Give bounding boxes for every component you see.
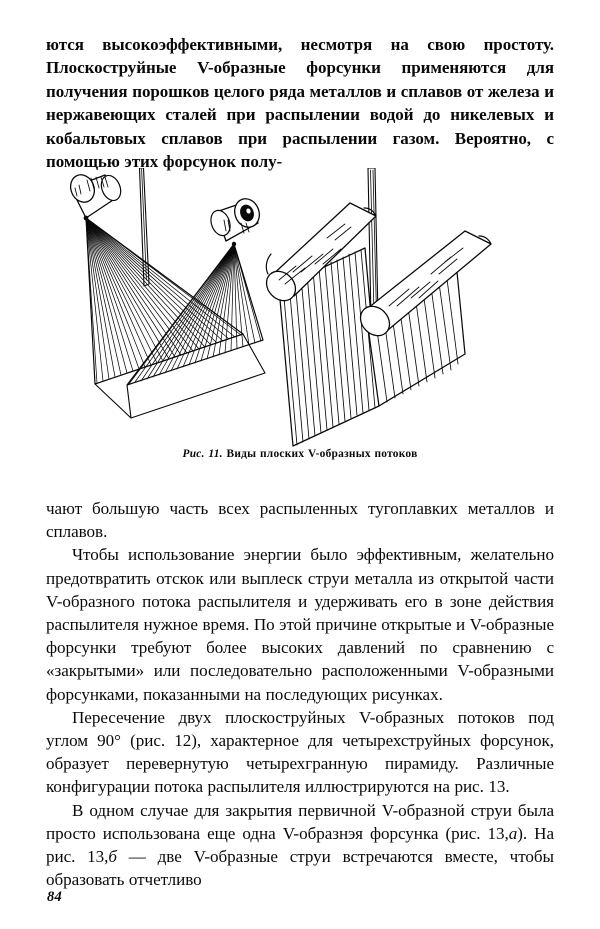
page-number: 84 — [47, 889, 63, 905]
left-fan-outline — [85, 217, 244, 385]
right-fan-outline — [126, 243, 264, 386]
upper-left-bar-nozzle — [265, 202, 377, 302]
figure-11-drawing — [69, 168, 492, 447]
paragraph-5-part-1: В одном случае для закрытия первичной V-… — [46, 800, 554, 843]
left-nozzle-hatching — [74, 176, 109, 197]
right-nozzle-hatching — [223, 219, 250, 234]
v-fold-lines — [94, 333, 266, 419]
paragraph-1: ются высокоэффективными, несмотря на сво… — [46, 35, 554, 172]
left-nozzle-cylinder — [69, 174, 122, 221]
upper-right-bar-nozzle — [359, 230, 492, 337]
upper-left-bar-hatching — [278, 223, 352, 285]
center-rod — [138, 168, 150, 287]
top-text-block: ются высокоэффективными, несмотря на сво… — [46, 33, 554, 173]
paragraph-2: чают большую часть всех распыленных туго… — [46, 499, 554, 542]
paragraph-4: Пересечение двух плоскоструйных V-образн… — [46, 707, 554, 797]
left-fan-spray — [85, 217, 242, 384]
figure-caption-label: Рис. 11. — [182, 448, 223, 460]
figure-caption: Рис. 11. Виды плоских V-образных потоков — [0, 447, 600, 461]
arc-fragment — [265, 253, 272, 275]
left-sheet-spray — [278, 247, 380, 447]
right-fan-spray — [128, 243, 262, 385]
paragraph-3: Чтобы использование энергии было эффекти… — [46, 545, 554, 704]
paragraph-5-part-2: ). На рис. 13, — [46, 823, 554, 867]
paragraph-5: В одном случае для закрытия первичной V-… — [46, 799, 554, 892]
upper-right-bar-hatching — [388, 247, 464, 307]
bottom-text-block: чают большую часть всех распыленных туго… — [46, 497, 554, 891]
figure-caption-text: Виды плоских V-образных потоков — [226, 448, 418, 460]
paragraph-5-part-3: — две V-образные струи встречаются вмест… — [46, 847, 554, 890]
figure-ref-b: б — [108, 847, 117, 867]
figure-11 — [0, 168, 600, 468]
figure-ref-a: а — [508, 823, 518, 843]
right-nozzle-cylinder — [210, 198, 260, 247]
